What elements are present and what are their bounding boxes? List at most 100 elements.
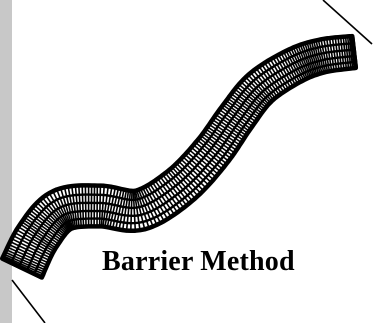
barrier-hatch-line <box>136 190 150 229</box>
barrier-hatch-line <box>224 102 255 125</box>
barrier-hatch-line <box>227 97 258 120</box>
barrier-hatch-line <box>306 42 318 75</box>
barrier-hatch-line <box>182 156 212 183</box>
barrier-band-outline <box>0 33 359 280</box>
barrier-hatch-line <box>14 231 54 255</box>
barrier-hatch-line <box>134 190 146 230</box>
barrier-hatch-line <box>9 240 50 262</box>
barrier-hatch-line <box>180 158 210 186</box>
barrier-hatch-line <box>190 146 221 173</box>
barrier-hatch-line <box>31 207 66 236</box>
leader-line-bottom <box>11 279 46 323</box>
barrier-hatch-line <box>41 197 70 231</box>
barrier-hatch-line <box>277 54 296 86</box>
barrier-hatch-line <box>52 190 72 230</box>
barrier-hatch-line <box>144 186 165 222</box>
barrier-hatch-line <box>67 186 77 228</box>
barrier-hatch-line <box>344 36 350 69</box>
barrier-hatch-line <box>213 116 246 139</box>
barrier-hatch-line <box>98 185 102 227</box>
barrier-hatch-line <box>27 212 63 239</box>
barrier-hatch-line <box>285 50 303 82</box>
barrier-hatch-line <box>151 181 175 216</box>
barrier-hatch-line <box>210 121 242 144</box>
barrier-hatch-line <box>186 151 217 178</box>
barrier-hatch-line <box>202 133 234 157</box>
barrier-hatch-line <box>222 104 253 128</box>
barrier-hatch-line <box>317 39 327 73</box>
barrier-hatch-line <box>205 128 237 151</box>
barrier-hatch-line <box>225 100 257 123</box>
barrier-hatch-line <box>315 40 325 73</box>
barrier-hatch-line <box>287 49 305 81</box>
barrier-hatch-line <box>310 41 321 74</box>
barrier-hatch-line <box>252 70 276 99</box>
barrier-hatch-line <box>162 174 188 206</box>
barrier-hatch-line <box>169 168 196 200</box>
barrier-hatch-line <box>232 90 263 114</box>
barrier-hatch-line <box>5 249 47 269</box>
barrier-hatch-line <box>115 189 125 230</box>
barrier-hatch-line <box>301 43 315 77</box>
barrier-hatch-line <box>200 135 232 159</box>
barrier-hatch-line <box>250 72 275 101</box>
barrier-end-cap <box>1 256 43 280</box>
barrier-hatch-line <box>236 86 266 110</box>
barrier-hatch-line <box>157 178 182 211</box>
barrier-hatch-line <box>142 187 162 224</box>
barrier-hatch-line <box>282 51 301 83</box>
barrier-hatch-line <box>337 37 343 70</box>
barrier-hatch-line <box>269 58 289 90</box>
barrier-hatch-line <box>167 170 193 202</box>
barrier-end-cap <box>349 35 359 69</box>
barrier-hatch-line <box>230 93 261 116</box>
barrier-hatch-line <box>261 64 283 94</box>
barrier-hatch-line <box>203 130 236 154</box>
barrier-hatch-line <box>184 153 215 181</box>
barrier-hatch-line <box>17 226 56 251</box>
barrier-hatch-line <box>308 41 320 75</box>
barrier-hatch-line <box>342 36 348 70</box>
barrier-hatch-line <box>146 184 169 220</box>
barrier-hatch-line <box>100 185 105 227</box>
barrier-hatch-line <box>325 38 333 72</box>
barrier-hatch-line <box>275 55 294 87</box>
barrier-hatch-line <box>34 204 67 234</box>
barrier-hatch-line <box>19 223 57 249</box>
barrier-hatch-line <box>139 188 158 226</box>
barrier-hatch-line <box>118 189 128 230</box>
barrier-hatch-line <box>171 166 199 197</box>
barrier-hatch-line <box>328 37 335 71</box>
barrier-hatch-line <box>215 114 247 136</box>
barrier-hatch-line <box>297 45 312 78</box>
barrier-hatch-line <box>178 160 207 189</box>
barrier-hatch-line <box>104 186 113 227</box>
barrier-hatch-line <box>133 190 141 231</box>
barrier-hatch-line <box>238 83 267 109</box>
barrier-hatch-line <box>196 139 228 165</box>
barrier-hatch-line <box>121 190 130 231</box>
barrier-hatch-line <box>212 119 244 141</box>
barrier-hatch-line <box>188 149 219 175</box>
barrier-hatch-line <box>217 111 249 134</box>
barrier-hatch-line <box>7 246 48 266</box>
barrier-hatch-line <box>346 36 352 69</box>
barrier-hatch-line <box>304 43 316 76</box>
barrier-hatch-line <box>234 88 264 112</box>
barrier-hatch-line <box>106 187 117 228</box>
barrier-hatch-line <box>208 123 241 146</box>
barrier-hatch-line <box>22 219 59 245</box>
barrier-hatch-line <box>192 144 223 170</box>
barrier-hatch-line <box>48 192 72 230</box>
barrier-hatch-line <box>264 62 285 93</box>
barrier-hatch-line <box>125 190 132 231</box>
barrier-hatch-line <box>240 81 268 107</box>
barrier-hatch-line <box>159 176 185 209</box>
barrier-hatch-line <box>207 126 239 149</box>
barrier-hatch-line <box>198 137 230 162</box>
barrier-hatch-line <box>295 46 310 79</box>
barrier-hatch-line <box>24 216 61 243</box>
barrier-hatch-line <box>320 39 329 72</box>
barrier-hatch-line <box>81 185 85 227</box>
barrier-hatch-line <box>111 188 123 229</box>
